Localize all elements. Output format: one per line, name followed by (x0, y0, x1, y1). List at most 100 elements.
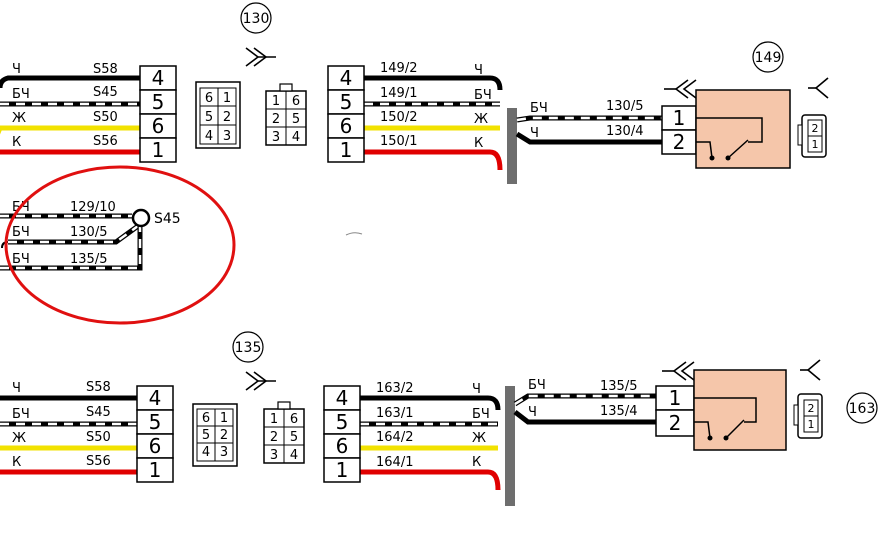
splice-wire-3-code: БЧ (12, 252, 30, 267)
face-2pin-cell: 2 (808, 402, 815, 415)
top-left-wire-1-label: S58 (93, 62, 118, 77)
callout-149: 149 (752, 41, 784, 73)
bottom-right-wire-4-label: 164/1 (376, 455, 413, 470)
bottom-right-wire-2-code: БЧ (472, 407, 490, 422)
top-left-wire-4-label: S56 (93, 134, 118, 149)
bottom-switch-wire-1-code: БЧ (528, 378, 546, 393)
top-left-wire-4-code: К (12, 135, 21, 150)
face-2pin-cell: 2 (812, 122, 819, 135)
bottom-left-wire-1-label: S58 (86, 380, 111, 395)
bottom-switch-pin-2: 2 (669, 411, 682, 435)
top-switch-wire-2-code: Ч (530, 126, 539, 141)
face-a-cell: 4 (205, 129, 213, 144)
top-left-pin-3: 6 (152, 114, 165, 138)
face-a-cell: 6 (205, 91, 213, 106)
bottom-right-pin-1: 4 (336, 386, 349, 410)
face-a-cell: 1 (220, 411, 228, 426)
top-right-pin-3: 6 (340, 114, 353, 138)
top-left-wire-3-label: S50 (93, 110, 118, 125)
splice-wire-2-label: 130/5 (70, 225, 107, 240)
top-left-pin-1: 4 (152, 66, 165, 90)
callout-135-label: 135 (235, 340, 262, 356)
top-switch-wire-1-code: БЧ (530, 101, 548, 116)
bottom-left-pin-2: 5 (149, 410, 162, 434)
bottom-right-pin-4: 1 (336, 458, 349, 482)
face-b-cell: 3 (272, 130, 280, 145)
face-2pin-cell: 1 (808, 418, 815, 431)
bottom-left-wire-3-label: S50 (86, 430, 111, 445)
splice-wire-1-label: 129/10 (70, 200, 116, 215)
bottom-switch-wires (513, 393, 656, 425)
face-a-cell: 6 (202, 411, 210, 426)
bottom-left-wire-1-code: Ч (12, 381, 21, 396)
face-b-cell: 2 (272, 112, 280, 127)
bottom-right-pin-block (323, 385, 361, 483)
bottom-switch-wire-2-code: Ч (528, 405, 537, 420)
double-chevron-icon (245, 371, 276, 391)
bottom-connector-face-b: 1 6 2 5 3 4 (263, 401, 305, 464)
face-b-cell: 1 (272, 94, 280, 109)
top-switch-pin-2: 2 (673, 130, 686, 154)
top-left-wire-1-code: Ч (12, 62, 21, 77)
bottom-switch-pin-1: 1 (669, 386, 682, 410)
top-right-pin-4: 1 (340, 138, 353, 162)
face-b-cell: 5 (292, 112, 300, 127)
face-b-cell: 3 (270, 448, 278, 463)
top-left-wire-2-label: S45 (93, 85, 118, 100)
top-right-wire-4-label: 150/1 (380, 134, 417, 149)
bottom-right-wires (360, 395, 501, 491)
top-right-wire-1-label: 149/2 (380, 61, 417, 76)
callout-130-label: 130 (243, 11, 270, 27)
callout-149-label: 149 (755, 50, 782, 66)
top-left-wire-2-code: БЧ (12, 87, 30, 102)
bottom-left-pin-block (136, 385, 174, 483)
face-a-cell: 5 (205, 110, 213, 125)
top-right-wire-3-code: Ж (474, 112, 488, 127)
callout-163-label: 163 (849, 401, 876, 417)
bottom-left-wire-3-code: Ж (12, 431, 26, 446)
top-right-wire-2-code: БЧ (474, 88, 492, 103)
stray-mark (345, 232, 363, 236)
bottom-left-pin-3: 6 (149, 434, 162, 458)
top-left-pin-2: 5 (152, 90, 165, 114)
top-switch-wire-2-label: 130/4 (606, 124, 643, 139)
top-left-pin-4: 1 (152, 138, 165, 162)
bottom-right-wire-2-label: 163/1 (376, 406, 413, 421)
highlight-ellipse (4, 165, 236, 325)
bottom-switch-wire-2-label: 135/4 (600, 404, 637, 419)
bottom-right-wire-3-code: Ж (472, 431, 486, 446)
top-right-wire-3-label: 150/2 (380, 110, 417, 125)
face-b-cell: 5 (290, 430, 298, 445)
top-right-wire-4-code: К (474, 136, 483, 151)
bottom-switch-pins (655, 385, 695, 437)
face-a-cell: 3 (220, 445, 228, 460)
bottom-right-wire-1-code: Ч (472, 382, 481, 397)
face-b-cell: 6 (290, 412, 298, 427)
double-chevron-left-icon (664, 79, 697, 99)
bottom-right-wire-1-label: 163/2 (376, 381, 413, 396)
splice-wire-2-code: БЧ (12, 225, 30, 240)
callout-163: 163 (846, 392, 878, 424)
face-a-cell: 3 (223, 129, 231, 144)
top-switch-body (695, 89, 791, 169)
splice-wire-3-label: 135/5 (70, 252, 107, 267)
bottom-switch-wire-1-label: 135/5 (600, 379, 637, 394)
face-b-cell: 4 (292, 130, 300, 145)
splice-wires (0, 213, 143, 271)
double-chevron-icon (245, 47, 276, 67)
top-switch-wires (515, 115, 662, 145)
bottom-left-wire-2-label: S45 (86, 405, 111, 420)
face-a-cell: 1 (223, 91, 231, 106)
bottom-right-wire-4-code: К (472, 455, 481, 470)
bottom-ground-bar (505, 386, 515, 506)
top-left-pin-block (139, 65, 177, 163)
top-connector-face-2pin: 2 1 (797, 114, 827, 158)
top-right-pin-1: 4 (340, 66, 353, 90)
splice-name: S45 (154, 211, 181, 227)
single-chevron-left-icon (800, 359, 821, 381)
top-right-pin-block (327, 65, 365, 163)
face-b-cell: 4 (290, 448, 298, 463)
face-a-cell: 4 (202, 445, 210, 460)
top-connector-face-b: 1 6 2 5 3 4 (265, 83, 307, 146)
face-2pin-cell: 1 (812, 138, 819, 151)
